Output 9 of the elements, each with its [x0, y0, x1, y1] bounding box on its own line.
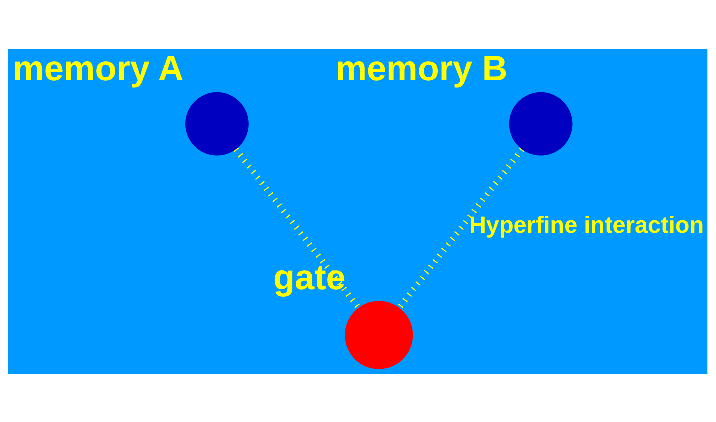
connector — [234, 147, 362, 310]
node-circle — [345, 300, 414, 369]
node-label: memory B — [336, 49, 508, 88]
node-label: memory A — [13, 49, 184, 88]
node-circle — [186, 92, 249, 156]
node-label: gate — [274, 258, 346, 298]
node-circle — [509, 92, 573, 156]
connector — [397, 147, 524, 310]
edge-label: Hyperfine interaction — [469, 212, 704, 238]
